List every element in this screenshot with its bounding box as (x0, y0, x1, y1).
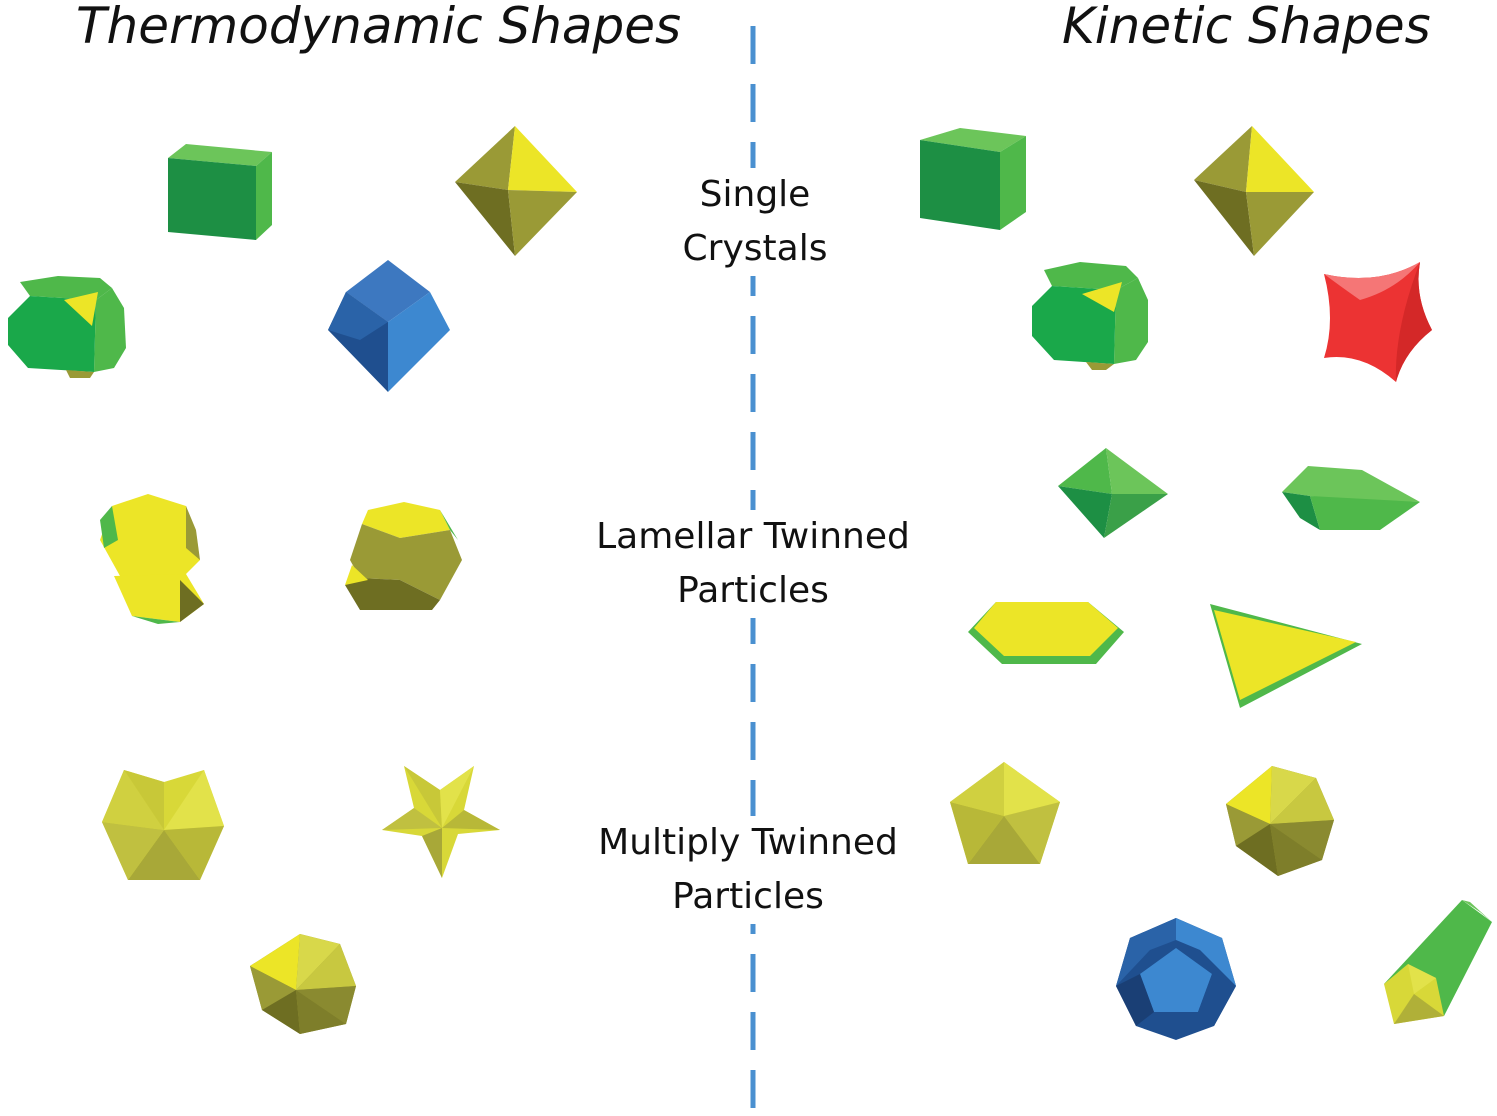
kinetic-heading: Kinetic Shapes (1062, 0, 1431, 55)
row-label-multiply-twinned: Multiply Twinned Particles (572, 816, 924, 924)
truncated-cube-icon (1032, 262, 1148, 370)
row-label-line: Crystals (682, 228, 828, 269)
thermodynamic-heading: Thermodynamic Shapes (76, 0, 682, 55)
row-label-line: Particles (677, 570, 829, 611)
row-label-single-crystals: Single Crystals (655, 168, 855, 276)
bipyramid-icon (1058, 448, 1168, 538)
hexagonal-plate-icon (968, 602, 1124, 664)
row-label-line: Multiply Twinned (598, 822, 898, 863)
rhombic-dodecahedron-icon (328, 260, 450, 392)
cube-icon (920, 128, 1026, 230)
row-label-line: Lamellar Twinned (596, 516, 910, 557)
octahedron-icon (1194, 126, 1314, 256)
triangular-plate-icon (1210, 604, 1362, 708)
dodecahedron-icon (1116, 918, 1236, 1040)
octahedron-icon (455, 126, 577, 256)
icosahedron-icon (250, 934, 356, 1034)
star-decahedron-icon (382, 766, 500, 878)
twinned-bipyramid-icon (345, 502, 462, 610)
row-label-line: Single (699, 174, 811, 215)
marks-decahedron-icon (102, 770, 224, 880)
pentagonal-rod-icon (1384, 900, 1492, 1024)
row-label-line: Particles (672, 876, 824, 917)
twinned-truncated-octahedron-icon (100, 494, 204, 624)
pentagonal-decahedron-icon (950, 762, 1060, 864)
concave-cube-icon (1324, 262, 1432, 382)
truncated-cube-icon (8, 276, 126, 378)
icosahedron-icon (1226, 766, 1334, 876)
row-label-lamellar-twinned: Lamellar Twinned Particles (575, 510, 931, 618)
cube-icon (168, 144, 272, 240)
elongated-bipyramid-icon (1282, 466, 1420, 530)
